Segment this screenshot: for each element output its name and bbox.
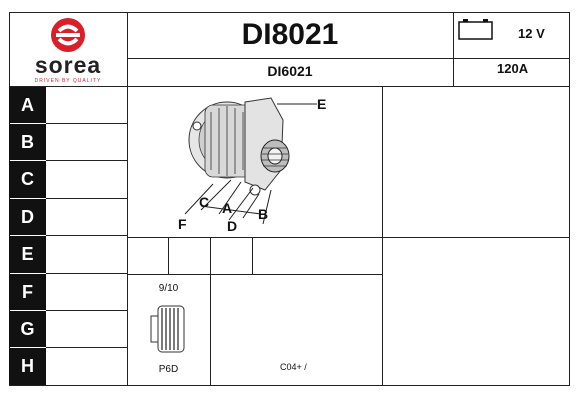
row-label-c: C xyxy=(9,161,46,198)
pulley-grooves: 9/10 xyxy=(158,283,179,294)
part-number: DI8021 xyxy=(241,18,339,51)
brand-name: sorea xyxy=(34,52,102,78)
voltage-value: 12 V xyxy=(518,26,545,41)
row-label-g: G xyxy=(9,311,46,347)
row-label-e: E xyxy=(9,236,46,273)
diagram-label-b: B xyxy=(258,206,269,222)
row-label-f: F xyxy=(9,274,46,310)
diagram-label-c: C xyxy=(199,194,210,210)
brand-tagline: DRIVEN BY QUALITY xyxy=(34,78,102,84)
amperage-value: 120A xyxy=(497,61,529,76)
battery-icon xyxy=(458,17,494,41)
alternator-diagram: E C A B F D xyxy=(175,90,335,234)
diagram-label-e: E xyxy=(317,96,327,112)
row-label-b: B xyxy=(9,124,46,160)
pulley-icon xyxy=(150,302,190,356)
sorea-logo-icon xyxy=(51,18,85,52)
diagram-label-a: A xyxy=(222,200,233,216)
row-label-a: A xyxy=(9,87,46,123)
brand-logo: sorea DRIVEN BY QUALITY xyxy=(9,12,127,86)
alt-part-number: DI6021 xyxy=(267,63,313,79)
pulley-type: P6D xyxy=(158,364,179,375)
row-label-h: H xyxy=(9,348,46,385)
row-label-d: D xyxy=(9,199,46,235)
diagram-label-d: D xyxy=(227,218,238,234)
alternator-icon xyxy=(184,97,317,225)
diagram-label-f: F xyxy=(178,216,187,232)
connector-code: C04+ / xyxy=(280,362,307,372)
